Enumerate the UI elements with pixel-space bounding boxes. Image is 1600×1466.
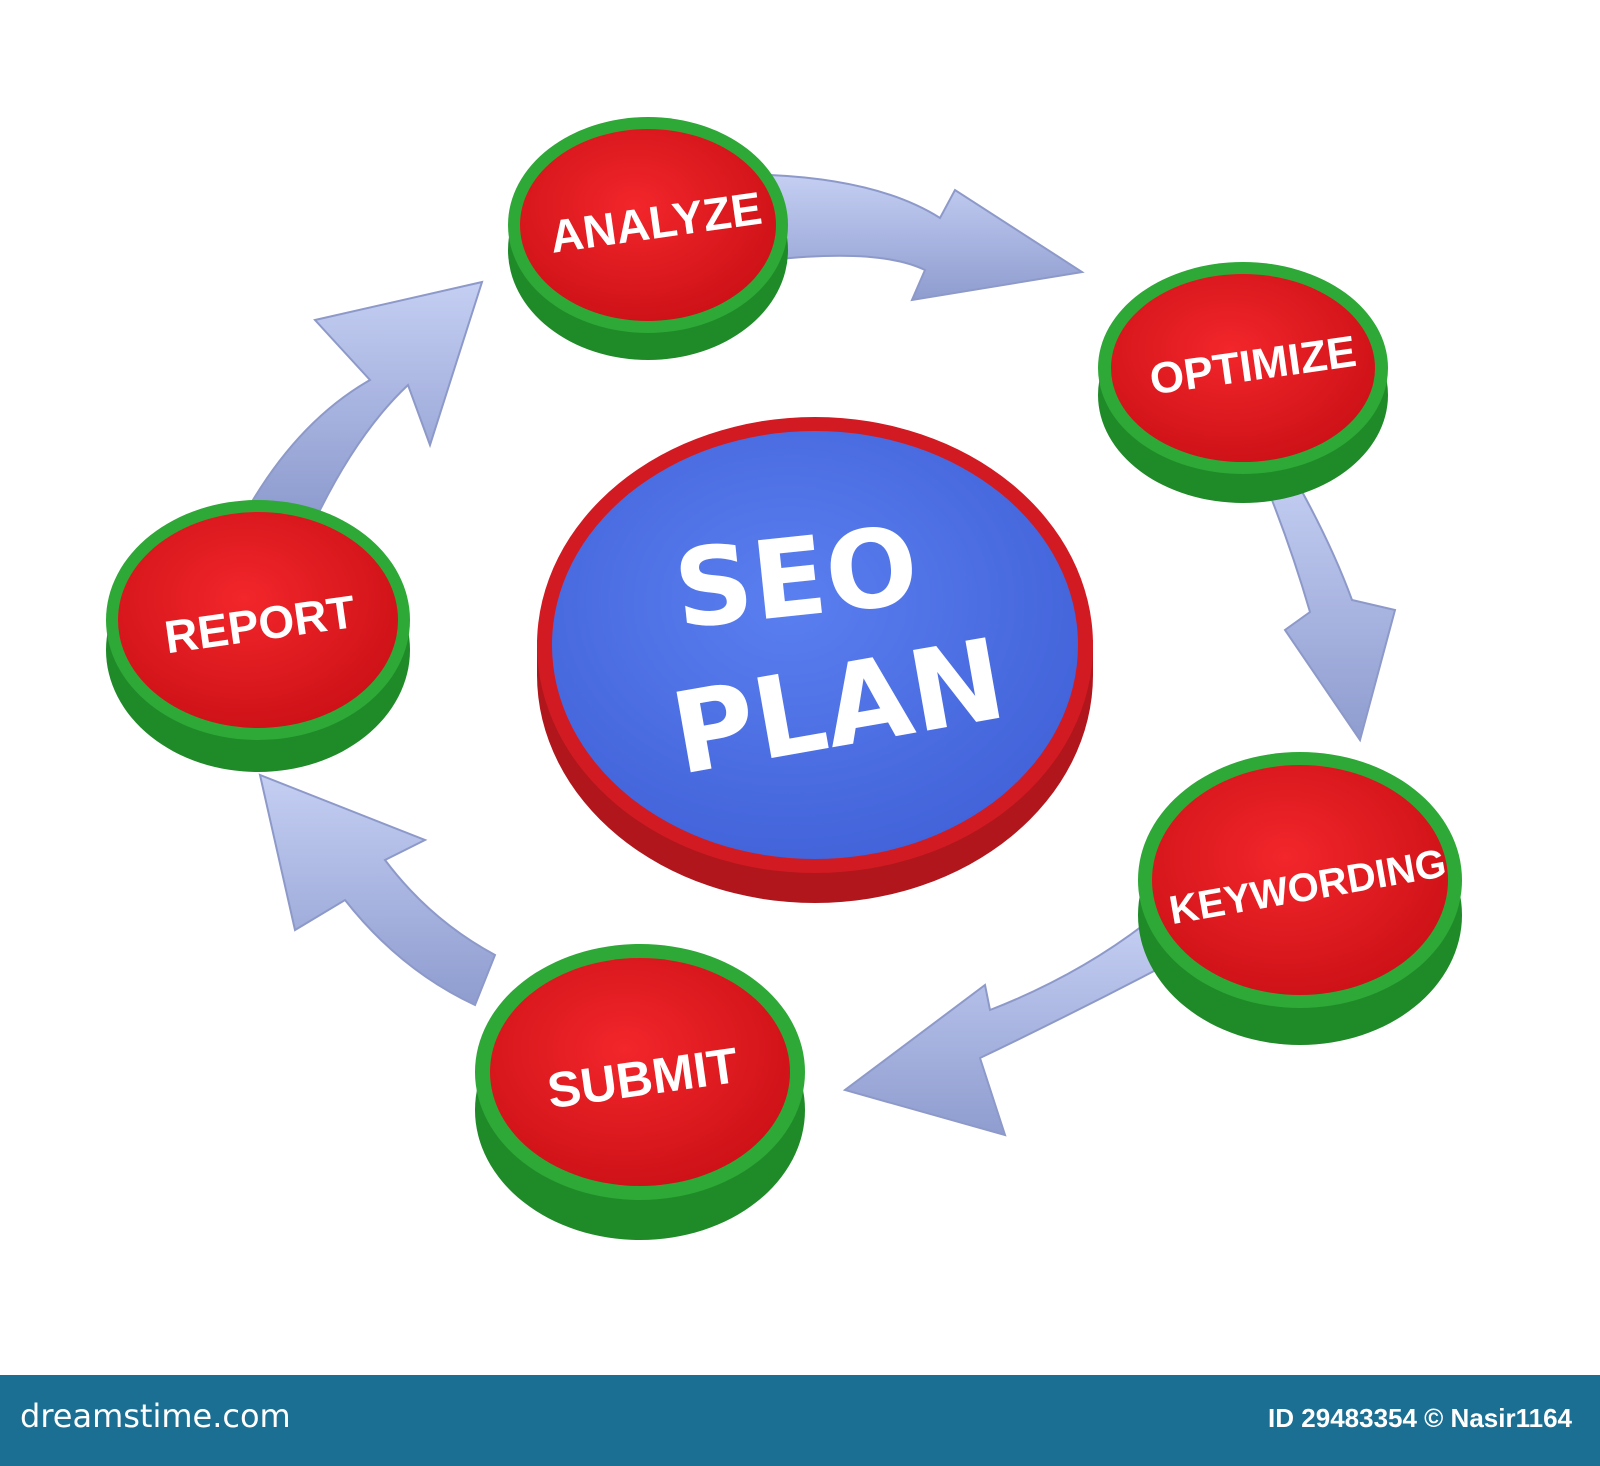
seo-cycle-diagram: SEO PLAN ANALYZE OPTIMIZE KEYWORDING SUB… — [106, 117, 1462, 1240]
step-node-keywording: KEYWORDING — [1138, 752, 1462, 1045]
step-node-analyze: ANALYZE — [508, 117, 788, 360]
arrow-keywording-to-submit — [842, 918, 1177, 1137]
arrow-report-to-analyze — [248, 280, 484, 512]
footer-site: dreamstime.com — [20, 1397, 291, 1435]
watermark-footer: dreamstime.com ID 29483354 © Nasir1164 — [0, 1375, 1600, 1466]
step-node-optimize: OPTIMIZE — [1098, 262, 1388, 503]
arrow-optimize-to-keywording — [1266, 468, 1397, 743]
arrow-submit-to-report — [258, 773, 497, 1007]
step-node-submit: SUBMIT — [475, 944, 805, 1240]
arrow-analyze-to-optimize — [769, 173, 1085, 302]
center-title-line1: SEO — [669, 504, 924, 654]
footer-credit: ID 29483354 © Nasir1164 — [1268, 1403, 1572, 1433]
center-disc: SEO PLAN — [537, 417, 1093, 903]
step-node-report: REPORT — [106, 500, 410, 772]
